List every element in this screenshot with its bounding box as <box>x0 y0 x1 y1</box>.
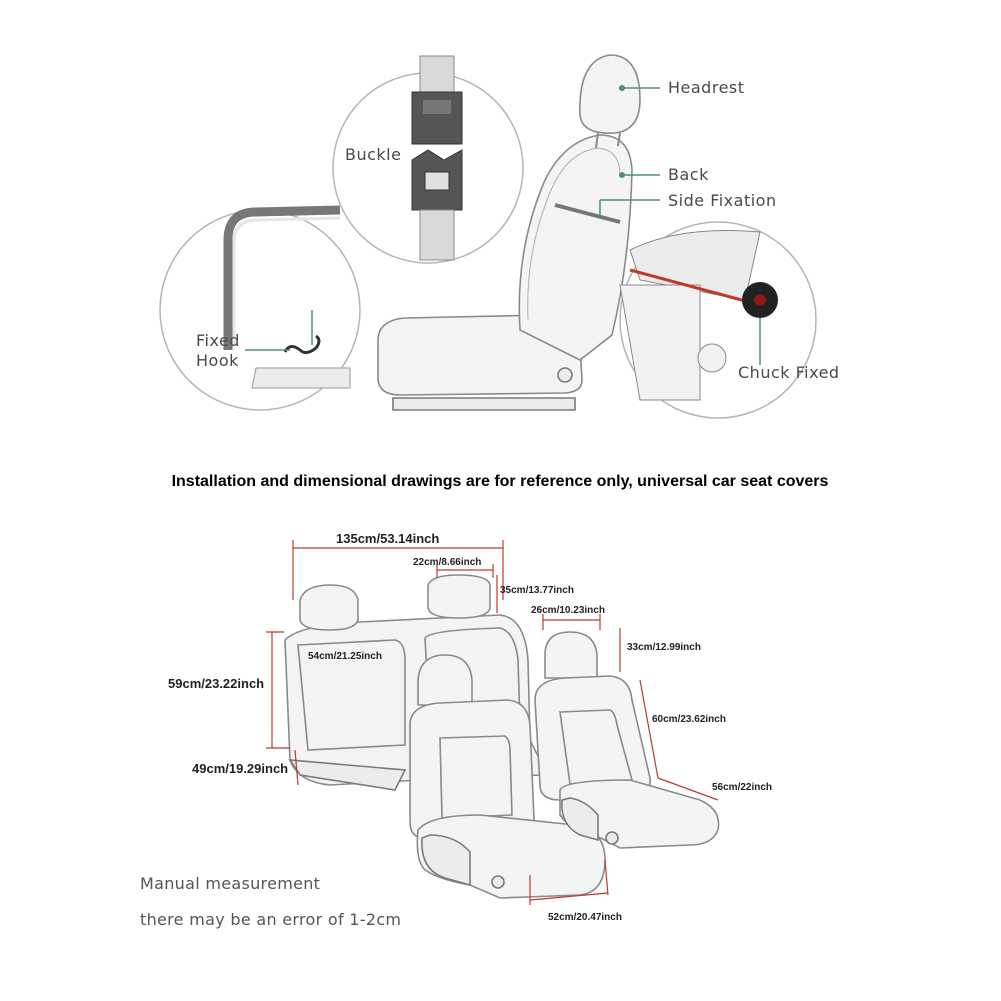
measurement-note-line2: there may be an error of 1-2cm <box>140 910 401 929</box>
measurement-note-line1: Manual measurement <box>140 874 320 893</box>
rear-back-height-dimension: 59cm/23.22inch <box>168 676 264 691</box>
back-label: Back <box>668 165 709 184</box>
front-back-height-dimension: 60cm/23.62inch <box>652 714 726 725</box>
leader-lines <box>245 85 761 365</box>
rear-width-dimension: 135cm/53.14inch <box>336 531 439 546</box>
front-seat-depth-dimension: 56cm/22inch <box>712 782 772 793</box>
fixed-hook-label-line1: Fixed <box>196 331 240 350</box>
headrest-label: Headrest <box>668 78 745 97</box>
rear-seat-depth-dimension: 49cm/19.29inch <box>192 761 288 776</box>
dimension-lines <box>266 540 719 905</box>
chuck-fixed-detail-circle <box>619 221 817 419</box>
fixed-hook-detail-circle <box>159 205 361 411</box>
rear-back-width-dimension: 54cm/21.25inch <box>308 651 382 662</box>
rear-headrest-height-dimension: 35cm/13.77inch <box>500 585 574 596</box>
caption: Installation and dimensional drawings ar… <box>172 473 829 490</box>
buckle-label: Buckle <box>345 145 401 164</box>
fixed-hook-label-line2: Hook <box>196 351 239 370</box>
chuck-fixed-label: Chuck Fixed <box>738 363 840 382</box>
seat-set-illustration <box>284 574 720 899</box>
front-headrest-height-dimension: 33cm/12.99inch <box>627 642 701 653</box>
side-fixation-label: Side Fixation <box>668 191 777 210</box>
front-seat-width-dimension: 52cm/20.47inch <box>548 912 622 923</box>
buckle-detail-circle <box>332 55 524 264</box>
front-headrest-width-dimension: 26cm/10.23inch <box>531 605 605 616</box>
rear-headrest-width-dimension: 22cm/8.66inch <box>413 557 481 568</box>
main-seat-illustration <box>377 54 641 411</box>
